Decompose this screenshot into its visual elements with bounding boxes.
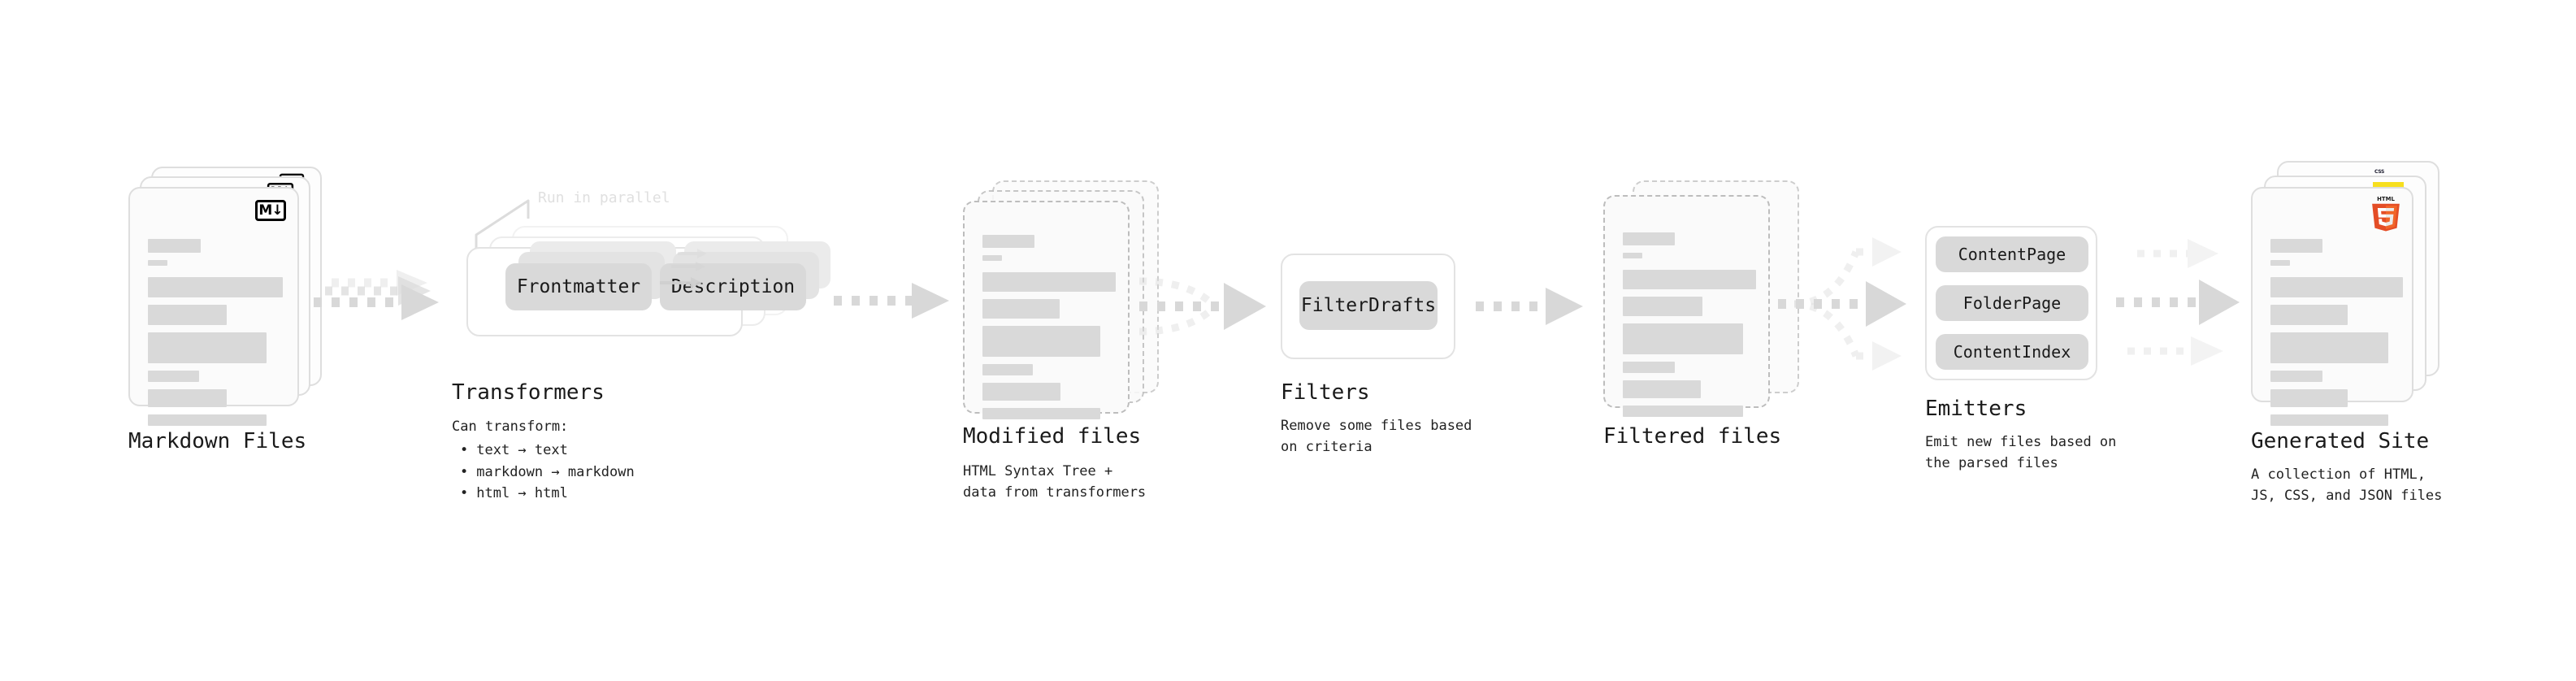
doc-bar <box>148 389 227 407</box>
transformer-inner-arrows <box>660 249 707 288</box>
emitter-pill-contentindex-label: ContentIndex <box>1953 342 2071 362</box>
doc-bar <box>2270 277 2403 297</box>
markdown-badge-front: M↓ <box>255 200 286 221</box>
doc-bar <box>148 277 283 297</box>
run-in-parallel-note: Run in parallel <box>538 189 670 206</box>
doc-bar <box>148 305 227 325</box>
doc-bar <box>982 255 1002 261</box>
doc-bar <box>2270 332 2388 363</box>
transformer-pill-frontmatter-label: Frontmatter <box>516 276 641 297</box>
generated-site-card-html: HTML <box>2251 187 2413 426</box>
html5-badge-text: HTML <box>2377 196 2395 202</box>
modified-file-card-front <box>963 201 1130 419</box>
filters-subtitle: Remove some files based on criteria <box>1281 418 1472 455</box>
filter-pill-filterdrafts[interactable]: FilterDrafts <box>1299 281 1438 330</box>
filtered-file-bars <box>1623 232 1756 424</box>
transformer-pill-frontmatter[interactable]: Frontmatter <box>505 263 652 310</box>
emitter-pill-folderpage-label: FolderPage <box>1962 293 2062 313</box>
emitter-pill-contentpage[interactable]: ContentPage <box>1936 236 2088 272</box>
doc-bar <box>982 408 1100 419</box>
doc-bar <box>982 326 1100 357</box>
generated-site-subtitle: A collection of HTML, JS, CSS, and JSON … <box>2251 466 2443 504</box>
transformers-bullet-item: html → html <box>460 483 635 504</box>
transformers-title: Transformers <box>452 380 605 405</box>
doc-bar <box>1623 380 1701 398</box>
html5-badge: HTML <box>2372 196 2400 232</box>
markdown-file-bars <box>148 239 283 433</box>
transformers-description: Can transform: text → text markdown → ma… <box>452 416 635 504</box>
doc-bar <box>1623 253 1642 258</box>
doc-bar <box>1623 270 1756 289</box>
generated-site-title: Generated Site <box>2251 429 2430 453</box>
arrow-emitters-to-site <box>2116 239 2240 366</box>
generated-site-bars <box>2270 239 2403 433</box>
transformers-bullet-item: markdown → markdown <box>460 462 634 483</box>
doc-bar <box>982 364 1033 375</box>
emitters-title: Emitters <box>1925 397 2027 421</box>
transformers-bullet-item: text → text <box>460 440 635 461</box>
doc-bar <box>148 414 267 426</box>
filtered-files-title: Filtered files <box>1603 424 1782 449</box>
css3-badge-text: CSS <box>2374 169 2384 175</box>
arrow-markdown-to-transformers <box>314 270 439 320</box>
doc-bar <box>148 239 201 253</box>
transformers-bullet-list: text → text markdown → markdown html → h… <box>460 440 635 504</box>
arrow-filters-to-filtered <box>1476 288 1583 325</box>
modified-files-subtitle: HTML Syntax Tree + data from transformer… <box>963 463 1147 501</box>
markdown-badge-front-text: M↓ <box>258 202 283 219</box>
emitter-pill-contentpage-label: ContentPage <box>1958 245 2066 264</box>
filter-pill-filterdrafts-label: FilterDrafts <box>1300 295 1437 316</box>
doc-bar <box>1623 232 1675 245</box>
doc-bar <box>2270 371 2322 382</box>
arrow-modified-to-filters <box>1138 277 1266 336</box>
emitter-pill-folderpage[interactable]: FolderPage <box>1936 285 2088 321</box>
arrow-transformers-to-modified <box>834 283 949 319</box>
doc-bar <box>148 332 267 363</box>
emitters-subtitle: Emit new files based on the parsed files <box>1925 434 2117 471</box>
modified-file-bars <box>982 235 1116 427</box>
doc-bar <box>2270 305 2348 325</box>
modified-files-title: Modified files <box>963 424 1142 449</box>
doc-bar <box>1623 406 1743 417</box>
doc-bar <box>1623 297 1702 316</box>
doc-bar <box>982 272 1116 292</box>
markdown-file-card-front: M↓ <box>128 187 299 426</box>
doc-bar <box>2270 239 2322 253</box>
arrow-filtered-to-emitters <box>1778 237 1906 371</box>
transformer-pill-description[interactable]: Description <box>660 263 806 310</box>
emitter-pill-contentindex[interactable]: ContentIndex <box>1936 334 2088 370</box>
doc-bar <box>982 383 1060 401</box>
doc-bar <box>2270 389 2348 407</box>
doc-bar <box>2270 260 2290 266</box>
filtered-file-card-front <box>1603 195 1770 417</box>
markdown-files-title: Markdown Files <box>128 429 307 453</box>
doc-bar <box>1623 323 1743 354</box>
doc-bar <box>148 371 199 382</box>
doc-bar <box>2270 414 2388 426</box>
doc-bar <box>982 299 1060 319</box>
doc-bar <box>982 235 1034 248</box>
filters-title: Filters <box>1281 380 1370 405</box>
transformers-can-transform-label: Can transform: <box>452 419 569 435</box>
doc-bar <box>148 260 167 266</box>
doc-bar <box>1623 362 1675 373</box>
run-in-parallel-bracket <box>475 199 530 254</box>
